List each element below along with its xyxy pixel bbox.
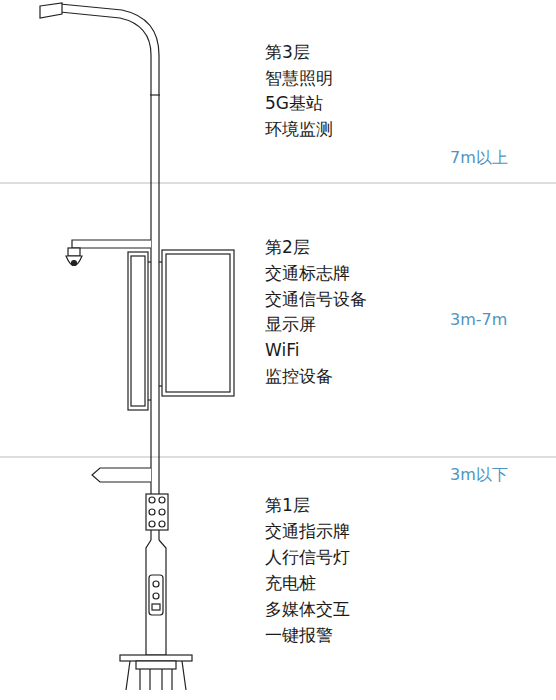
layer-text: 第1层 [265, 494, 310, 516]
layer-text: 5G基站 [265, 92, 323, 114]
traffic-sign [162, 250, 234, 396]
layer-text: 交通信号设备 [265, 288, 367, 310]
camera [66, 256, 82, 266]
height-label: 3m以下 [450, 464, 508, 486]
luminaire [40, 3, 62, 18]
base-flange [120, 655, 192, 661]
pedestrian-signal [146, 494, 168, 530]
layer-text: 交通指示牌 [265, 520, 350, 542]
layer-divider [0, 182, 556, 183]
lamp-arm [60, 4, 159, 95]
lamp-arm [60, 12, 151, 95]
layer-text: 人行信号灯 [265, 546, 350, 568]
layer-text: 监控设备 [265, 365, 333, 387]
layer-text: 第2层 [265, 236, 310, 258]
layer-text: 环境监测 [265, 118, 333, 140]
direction-sign [92, 468, 151, 482]
pole-base-section [146, 540, 166, 655]
display-panel [128, 252, 148, 410]
height-label: 7m以上 [450, 147, 508, 169]
layer-text: 第3层 [265, 41, 310, 63]
layer-text: 智慧照明 [265, 67, 333, 89]
height-label: 3m-7m [450, 309, 507, 331]
charging-panel [149, 575, 163, 615]
layer-divider [0, 456, 556, 457]
layer-text: 显示屏 [265, 313, 316, 335]
layer-text: 充电桩 [265, 572, 316, 594]
layer-text: 交通标志牌 [265, 262, 350, 284]
layer-text: 一键报警 [265, 624, 333, 646]
layer-text: 多媒体交互 [265, 598, 350, 620]
camera-arm [72, 240, 151, 248]
layer-text: WiFi [265, 339, 299, 361]
